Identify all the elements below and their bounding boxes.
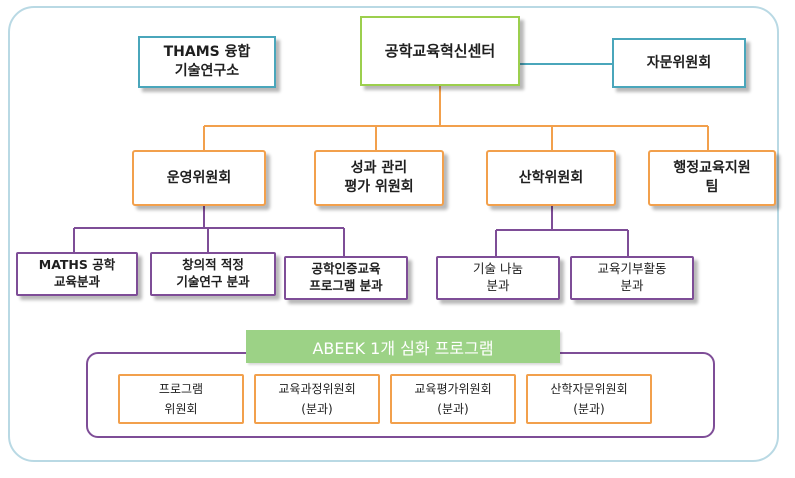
maths-division-box: MATHS 공학 교육분과 (16, 252, 138, 296)
advisory-committee-box: 자문위원회 (612, 38, 746, 88)
certification-division-box: 공학인증교육 프로그램 분과 (284, 256, 408, 300)
evaluation-committee-box: 교육평가위원회 (분과) (390, 374, 516, 424)
industry-committee-box: 산학위원회 (486, 150, 616, 206)
industry-advisory-committee-box: 산학자문위원회 (분과) (526, 374, 652, 424)
diagram-frame (8, 6, 779, 462)
abeek-title: ABEEK 1개 심화 프로그램 (246, 330, 560, 363)
thams-institute-box: THAMS 융합 기술연구소 (138, 36, 276, 88)
performance-committee-box: 성과 관리 평가 위원회 (314, 150, 444, 206)
tech-sharing-division-box: 기술 나눔 분과 (436, 256, 560, 300)
center-box: 공학교육혁신센터 (360, 16, 520, 86)
appropriate-tech-division-box: 창의적 적정 기술연구 분과 (150, 252, 276, 296)
admin-support-team-box: 행정교육지원 팀 (648, 150, 776, 206)
program-committee-box: 프로그램 위원회 (118, 374, 244, 424)
operation-committee-box: 운영위원회 (132, 150, 266, 206)
education-donation-division-box: 교육기부활동 분과 (570, 256, 694, 300)
curriculum-committee-box: 교육과정위원회 (분과) (254, 374, 380, 424)
